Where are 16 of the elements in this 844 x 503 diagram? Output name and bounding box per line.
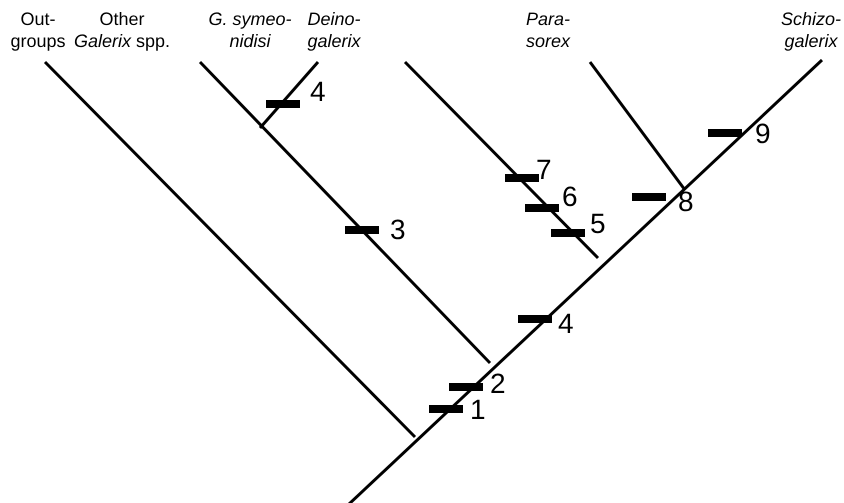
character-number: 9 bbox=[755, 120, 771, 148]
taxon-label: Para- sorex bbox=[524, 8, 572, 52]
character-number: 1 bbox=[470, 396, 486, 424]
taxon-label: Other Galerix spp. bbox=[72, 8, 172, 52]
taxon-label: G. symeo- nidisi bbox=[207, 8, 292, 52]
character-number: 3 bbox=[390, 216, 406, 244]
character-number: 4 bbox=[310, 78, 326, 106]
character-number: 5 bbox=[590, 210, 606, 238]
taxon-label: Deino- galerix bbox=[306, 8, 362, 52]
character-number: 4 bbox=[558, 310, 574, 338]
character-number: 6 bbox=[562, 183, 578, 211]
character-number: 2 bbox=[490, 370, 506, 398]
character-number: 8 bbox=[678, 188, 694, 216]
taxon-label: Schizo- galerix bbox=[780, 8, 842, 52]
taxon-label: Out- groups bbox=[9, 8, 67, 52]
character-number: 7 bbox=[536, 156, 552, 184]
